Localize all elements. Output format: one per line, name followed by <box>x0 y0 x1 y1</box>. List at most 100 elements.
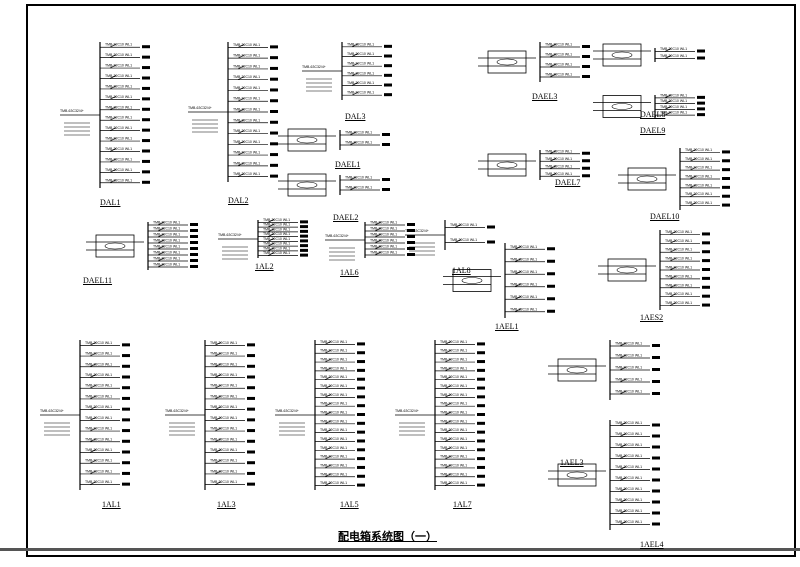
circuit-label: TMB-32C10 WL1 <box>210 405 237 409</box>
circuit-label: TMB-32C10 WL1 <box>85 448 112 452</box>
breaker-symbol <box>109 96 117 100</box>
load-marker <box>547 284 555 288</box>
breaker-symbol <box>664 106 672 110</box>
load-marker <box>122 343 130 347</box>
breaker-symbol <box>664 94 672 99</box>
breaker-symbol <box>214 406 222 410</box>
breaker-symbol <box>109 179 117 184</box>
load-marker <box>582 75 590 78</box>
breaker-symbol <box>324 394 332 398</box>
load-marker <box>702 268 710 271</box>
load-marker <box>384 93 392 97</box>
circuit-label: TMB-32C10 WL1 <box>153 233 180 237</box>
circuit-label: TMB-32C10 WL1 <box>347 71 374 75</box>
circuit-label: TMB-32C10 WL1 <box>370 239 397 243</box>
breaker-symbol <box>324 411 332 416</box>
breaker-symbol <box>619 510 627 514</box>
load-marker <box>357 483 365 487</box>
ats-symbol <box>611 51 633 59</box>
load-marker <box>652 478 660 482</box>
breaker-symbol <box>349 186 357 191</box>
bottom-border <box>0 548 800 551</box>
incoming-breaker-label: TMB-63C32/4+ <box>275 409 299 413</box>
breaker-symbol <box>324 385 332 389</box>
breaker-symbol <box>324 367 332 372</box>
load-marker <box>702 294 710 298</box>
ats-switch-box <box>95 234 135 258</box>
circuit-label: TMB-32C10 WL1 <box>615 454 642 458</box>
breaker-symbol <box>214 363 222 368</box>
panel-label-1ael1: 1AEL1 <box>495 322 519 331</box>
load-marker <box>270 142 278 146</box>
circuit-label: TMB-32C10 WL1 <box>233 64 260 68</box>
load-marker <box>382 133 390 136</box>
circuit-label: TMB-32C10 WL1 <box>615 432 642 436</box>
circuit-label: TMB-32C10 WL1 <box>370 221 397 225</box>
load-marker <box>300 239 308 243</box>
breaker-symbol <box>514 245 522 250</box>
circuit-label: TMB-32C10 WL1 <box>440 419 467 423</box>
breaker-symbol <box>109 137 117 142</box>
breaker-symbol <box>89 427 97 432</box>
breaker-symbol <box>214 470 222 475</box>
breaker-symbol <box>444 402 452 407</box>
circuit-label: TMB-32C10 WL1 <box>105 95 132 99</box>
circuit-label: TMB-32C10 WL1 <box>615 498 642 502</box>
circuit-label: TMB-32C10 WL1 <box>345 176 372 180</box>
circuit-label: TMB-32C10 WL1 <box>510 257 537 261</box>
breaker-symbol <box>109 43 117 48</box>
breaker-symbol <box>267 228 275 233</box>
circuit-label: TMB-32C10 WL1 <box>440 349 467 353</box>
breaker-symbol <box>351 91 359 96</box>
circuit-label: TMB-32C10 WL1 <box>105 53 132 57</box>
circuit-label: TMB-32C10 WL1 <box>545 43 572 47</box>
load-marker <box>142 128 150 132</box>
ats-symbol <box>611 103 633 110</box>
circuit-label: TMB-32C10 WL1 <box>660 93 687 97</box>
panel-label-1al8: 1AL8 <box>452 266 471 275</box>
breaker-symbol <box>214 427 222 432</box>
circuit-label: TMB-32C10 WL1 <box>85 394 112 398</box>
circuit-label: TMB-32C10 WL1 <box>105 116 132 120</box>
breaker-symbol <box>514 295 522 300</box>
load-marker <box>652 522 660 526</box>
circuit-label: TMB-32C10 WL1 <box>440 375 467 379</box>
load-marker <box>190 223 198 226</box>
breaker-symbol <box>689 184 697 189</box>
breaker-symbol <box>514 308 522 313</box>
breaker-symbol <box>619 444 627 448</box>
circuit-label: TMB-32C10 WL1 <box>545 63 572 67</box>
load-marker <box>722 168 730 172</box>
breaker-symbol <box>237 119 245 124</box>
load-marker <box>702 232 710 236</box>
load-marker <box>477 351 485 355</box>
ats-switch-box <box>487 153 527 177</box>
circuit-label: TMB-32C10 WL1 <box>347 52 374 56</box>
load-marker <box>270 163 278 167</box>
panel-label-1al3: 1AL3 <box>217 500 236 509</box>
circuit-label: TMB-32C10 WL1 <box>153 221 180 225</box>
breaker-symbol <box>214 417 222 421</box>
load-marker <box>582 166 590 170</box>
breaker-symbol <box>619 433 627 437</box>
breaker-symbol <box>324 455 332 460</box>
load-marker <box>142 66 150 70</box>
ats-switch-box <box>607 258 647 282</box>
load-marker <box>247 396 255 400</box>
load-marker <box>142 55 150 59</box>
load-marker <box>697 95 705 99</box>
ats-symbol <box>496 161 518 169</box>
breaker-symbol <box>374 221 382 226</box>
breaker-symbol <box>619 366 627 371</box>
circuit-label: TMB-32C10 WL1 <box>85 362 112 366</box>
load-marker <box>122 429 130 433</box>
breaker-symbol <box>214 342 222 346</box>
circuit-label: TMB-32C10 WL1 <box>263 218 290 222</box>
load-marker <box>477 395 485 399</box>
breaker-symbol <box>267 233 275 237</box>
breaker-symbol <box>549 53 557 58</box>
breaker-symbol <box>374 251 382 256</box>
breaker-symbol <box>109 64 117 69</box>
circuit-label: TMB-32C10 WL1 <box>440 428 467 432</box>
breaker-symbol <box>351 53 359 57</box>
